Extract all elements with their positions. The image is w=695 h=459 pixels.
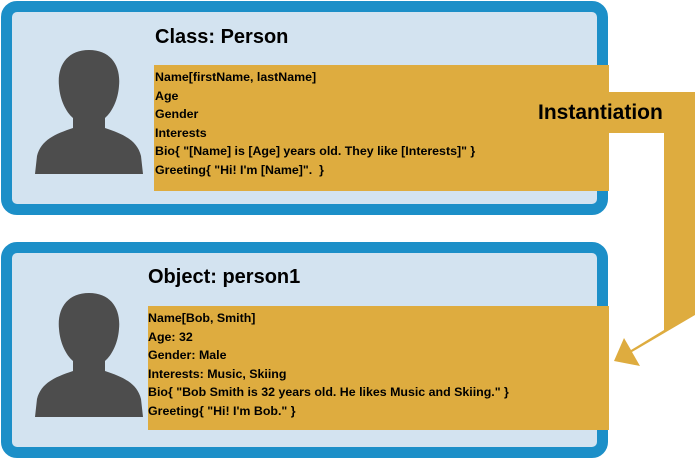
avatar-head xyxy=(35,50,143,174)
object-card: Object: person1 Name[Bob, Smith] Age: 32… xyxy=(1,242,609,458)
class-title: Class: Person xyxy=(155,26,289,48)
object-property: Age: 32 xyxy=(148,329,193,344)
class-properties: Name[firstName, lastName] Age Gender Int… xyxy=(154,65,609,191)
avatar-head xyxy=(35,293,143,417)
person-silhouette-icon xyxy=(35,293,143,417)
class-property: Interests xyxy=(155,125,207,140)
class-property: Gender xyxy=(155,107,199,122)
class-card: Class: Person Name[firstName, lastName] … xyxy=(1,1,609,215)
class-property: Greeting{ "Hi! I'm [Name]". } xyxy=(155,162,324,177)
class-property: Age xyxy=(155,88,179,103)
object-property: Gender: Male xyxy=(148,348,227,363)
object-property: Name[Bob, Smith] xyxy=(148,311,256,325)
object-properties: Name[Bob, Smith] Age: 32 Gender: Male In… xyxy=(148,306,609,430)
instantiation-label: Instantiation xyxy=(538,101,663,124)
class-property: Bio{ "[Name] is [Age] years old. They li… xyxy=(155,144,476,159)
object-property: Interests: Music, Skiing xyxy=(148,366,287,381)
person-silhouette-icon xyxy=(35,50,143,174)
object-property: Bio{ "Bob Smith is 32 years old. He like… xyxy=(148,385,509,400)
object-property: Greeting{ "Hi! I'm Bob." } xyxy=(148,403,296,418)
class-property: Name[firstName, lastName] xyxy=(155,70,317,84)
object-title: Object: person1 xyxy=(148,266,301,288)
